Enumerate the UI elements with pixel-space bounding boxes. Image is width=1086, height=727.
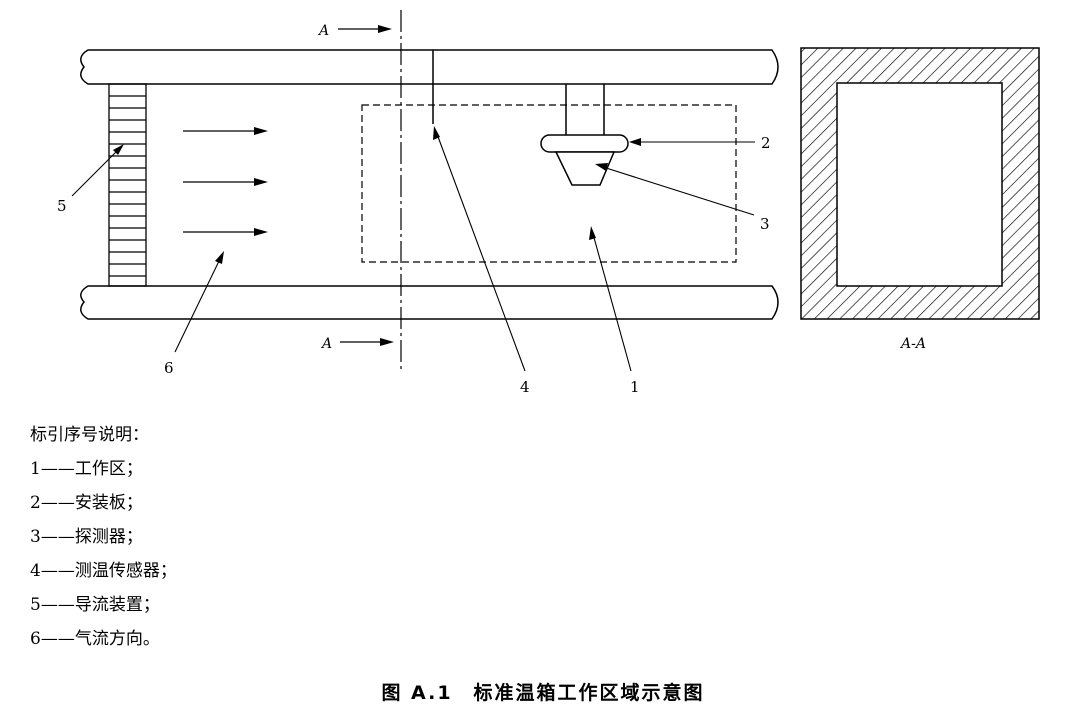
- legend-item-6: 6——气流方向。: [30, 629, 160, 649]
- working-zone: [361, 104, 737, 263]
- bottom-duct-wall: [80, 285, 779, 320]
- top-duct-wall: [80, 49, 779, 85]
- legend-item-3: 3——探测器；: [30, 527, 143, 547]
- label-6: 6: [164, 359, 174, 377]
- test-chamber-diagram: A A 1 2 3 4 5 6 A-A: [57, 10, 1040, 396]
- leader-lines: [71, 126, 755, 372]
- label-2: 2: [761, 134, 771, 152]
- section-marker-bottom: A: [320, 336, 332, 352]
- airflow-arrows: [183, 127, 268, 236]
- label-3: 3: [760, 215, 770, 233]
- detector: [554, 151, 616, 186]
- section-view-label: A-A: [899, 336, 926, 352]
- legend-item-2: 2——安装板；: [30, 493, 143, 513]
- label-5: 5: [57, 197, 67, 215]
- legend: 标引序号说明： 1——工作区； 2——安装板； 3——探测器； 4——测温传感器…: [30, 418, 177, 656]
- figure-caption: 图 A.1 标准温箱工作区域示意图: [381, 682, 705, 704]
- legend-title: 标引序号说明：: [30, 425, 149, 445]
- flow-guide-device: [108, 83, 147, 287]
- label-4: 4: [520, 378, 530, 396]
- section-view-a-a: [800, 47, 1040, 320]
- section-marker-top: A: [317, 23, 329, 39]
- label-1: 1: [630, 378, 640, 396]
- mounting-plate: [540, 134, 629, 153]
- section-arrows: [338, 25, 394, 346]
- legend-item-5: 5——导流装置；: [30, 595, 160, 615]
- mounting-assembly: [540, 84, 629, 186]
- legend-item-1: 1——工作区；: [30, 459, 143, 479]
- legend-item-4: 4——测温传感器；: [30, 561, 177, 581]
